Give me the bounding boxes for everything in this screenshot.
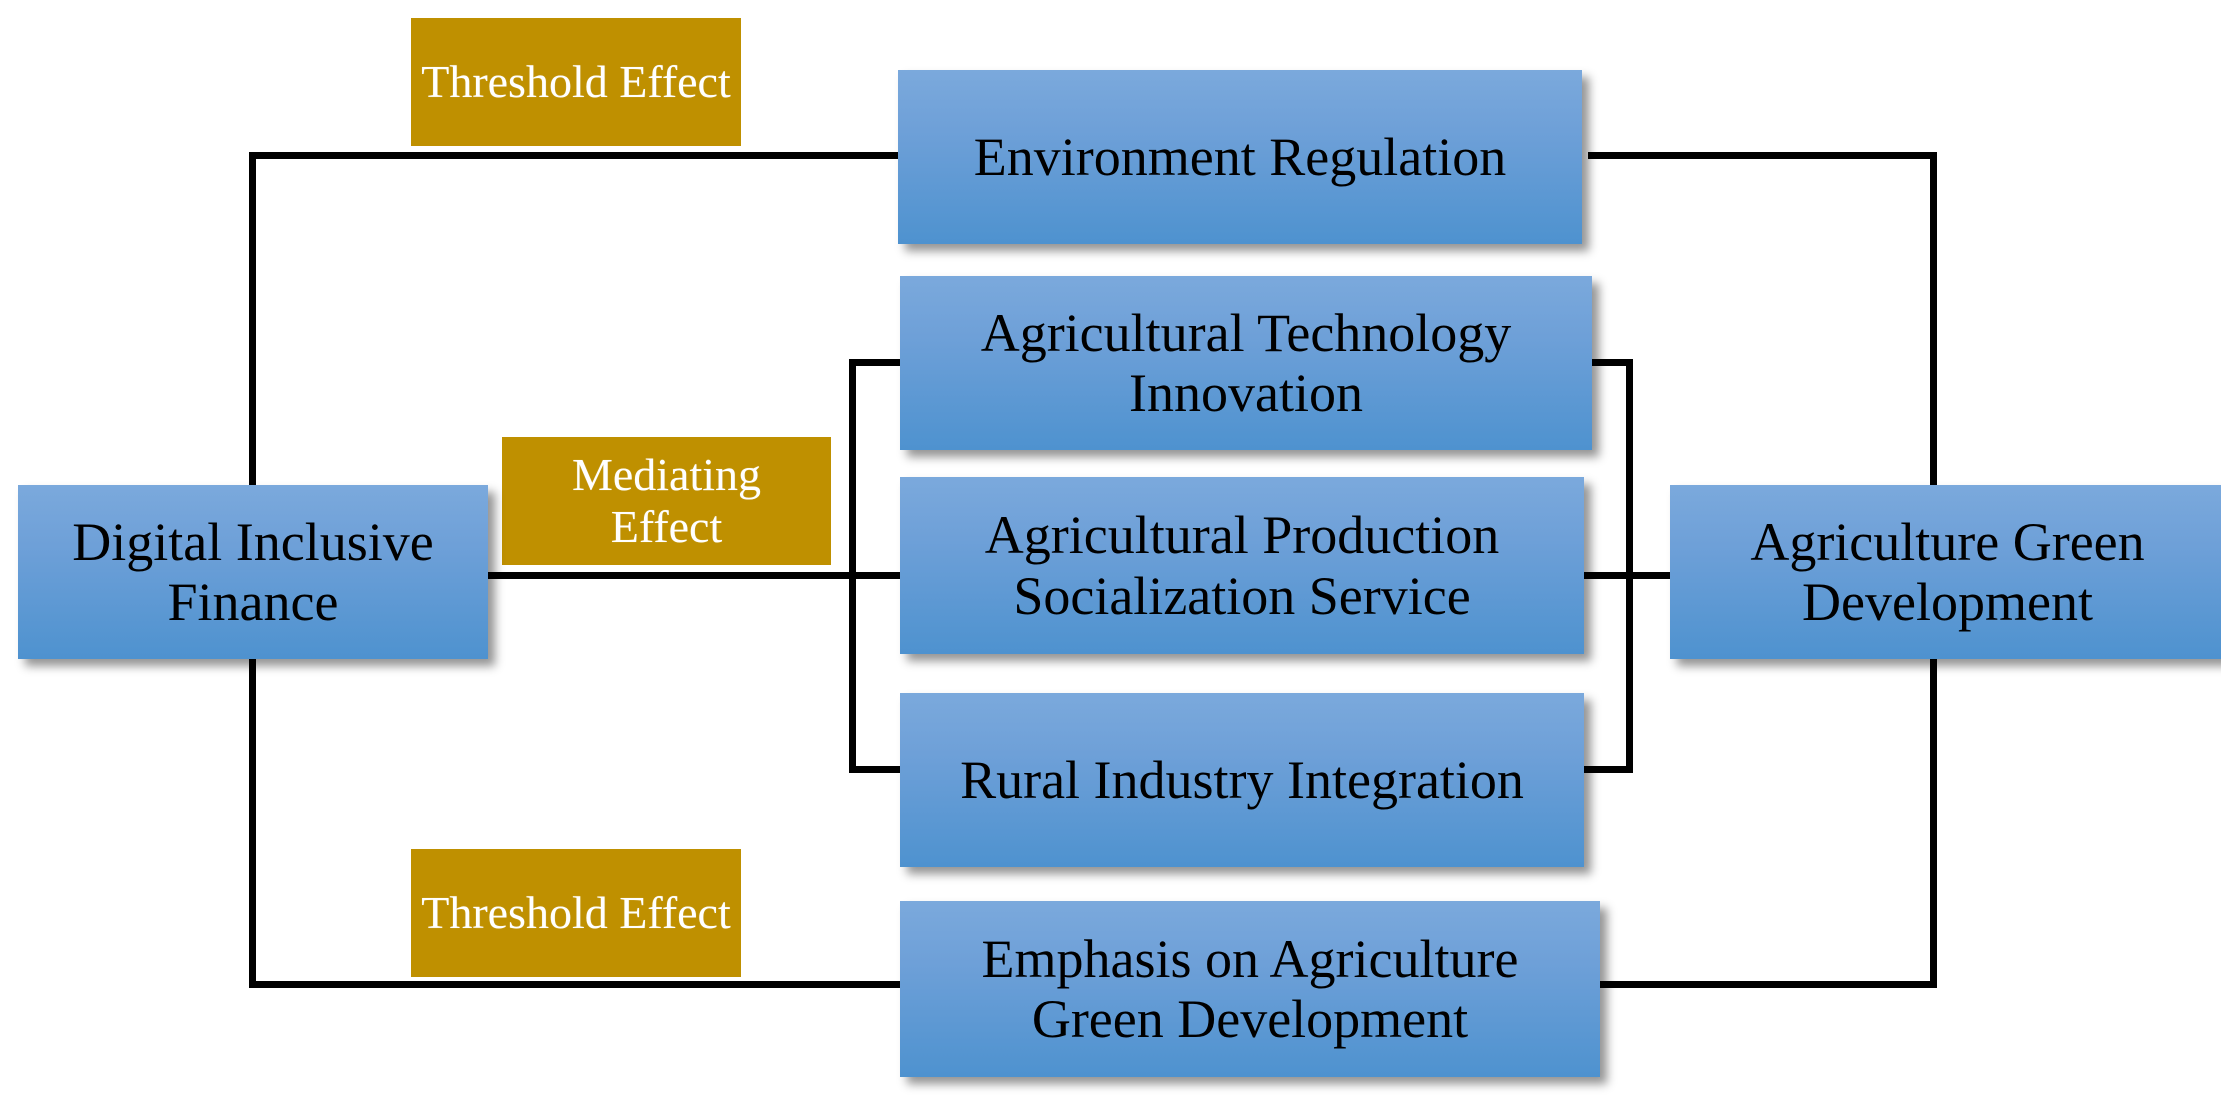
node-emphasis-on-agriculture-green-development[interactable]: Emphasis on Agriculture Green Developmen…	[900, 901, 1600, 1077]
connector-mediating-bracket-to-outcome	[1626, 572, 1676, 579]
node-digital-inclusive-finance[interactable]: Digital Inclusive Finance	[18, 485, 488, 659]
connector-emphasis-to-outcome-vertical	[1930, 656, 1937, 988]
effect-label-threshold-bottom-text: Threshold Effect	[421, 887, 731, 939]
effect-label-mediating-text: Mediating Effect	[571, 449, 762, 552]
mediating-left-bracket-stub-top	[849, 359, 903, 366]
connector-dif-to-environment-regulation-vertical	[249, 152, 256, 486]
connector-environment-regulation-to-outcome-vertical	[1930, 152, 1937, 486]
mediating-right-bracket-stub-middle	[1579, 572, 1633, 579]
node-agriculture-green-development-label: Agriculture Green Development	[1750, 511, 2145, 632]
effect-label-threshold-top-text: Threshold Effect	[421, 56, 731, 108]
mediating-right-bracket-vertical	[1626, 359, 1633, 773]
connector-dif-to-environment-regulation-horizontal	[249, 152, 900, 159]
node-agricultural-technology-innovation-label: Agricultural Technology Innovation	[980, 302, 1512, 423]
mediating-right-bracket-stub-bottom	[1579, 766, 1633, 773]
mediating-left-bracket-vertical	[849, 359, 856, 773]
connector-environment-regulation-to-outcome-horizontal	[1588, 152, 1937, 159]
node-agricultural-technology-innovation[interactable]: Agricultural Technology Innovation	[900, 276, 1592, 450]
mediating-right-bracket-stub-top	[1579, 359, 1633, 366]
node-rural-industry-integration[interactable]: Rural Industry Integration	[900, 693, 1584, 867]
connector-emphasis-to-outcome-horizontal	[1600, 981, 1937, 988]
mediating-left-bracket-stub-bottom	[849, 766, 903, 773]
effect-label-threshold-bottom: Threshold Effect	[411, 849, 741, 977]
node-rural-industry-integration-label: Rural Industry Integration	[960, 749, 1524, 810]
node-digital-inclusive-finance-label: Digital Inclusive Finance	[72, 511, 434, 632]
node-environment-regulation-label: Environment Regulation	[973, 126, 1507, 187]
node-agricultural-production-socialization-service[interactable]: Agricultural Production Socialization Se…	[900, 477, 1584, 654]
node-agricultural-production-socialization-service-label: Agricultural Production Socialization Se…	[984, 505, 1500, 626]
connector-dif-to-emphasis-vertical	[249, 656, 256, 988]
node-environment-regulation[interactable]: Environment Regulation	[898, 70, 1582, 244]
effect-label-mediating: Mediating Effect	[502, 437, 831, 565]
node-agriculture-green-development[interactable]: Agriculture Green Development	[1670, 485, 2221, 659]
connector-dif-to-mediating-bracket	[486, 572, 856, 579]
mediating-left-bracket-stub-middle	[849, 572, 903, 579]
connector-dif-to-emphasis-horizontal	[249, 981, 903, 988]
effect-label-threshold-top: Threshold Effect	[411, 18, 741, 146]
node-emphasis-on-agriculture-green-development-label: Emphasis on Agriculture Green Developmen…	[981, 928, 1519, 1049]
